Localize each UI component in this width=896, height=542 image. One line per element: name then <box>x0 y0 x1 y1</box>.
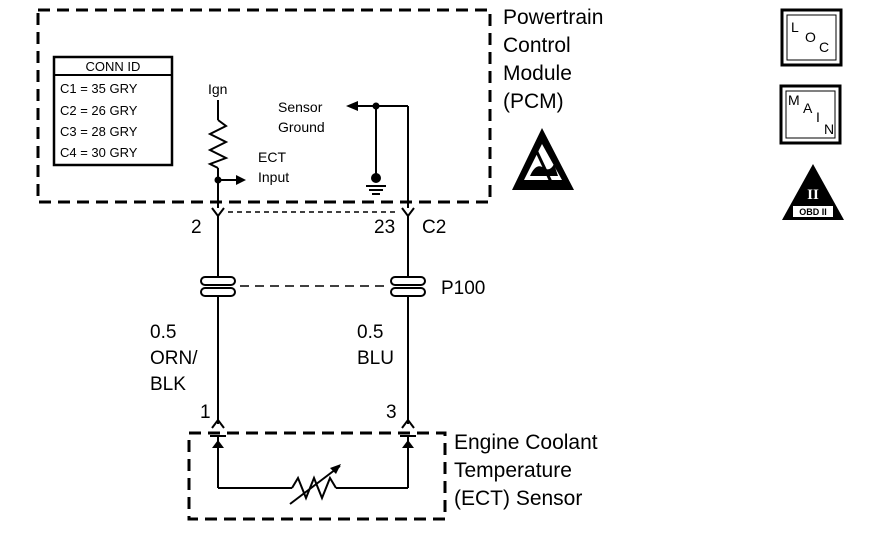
sensor-ground-arrow <box>346 101 358 111</box>
connector-c2-label: C2 <box>422 217 446 238</box>
wire-left-gauge: 0.5 <box>150 322 176 343</box>
pin-23-label: 23 <box>374 217 395 238</box>
wire-left-color-2: BLK <box>150 374 186 395</box>
sensor-ground-label-1: Sensor <box>278 99 323 115</box>
pcm-title-line-2: Control <box>503 34 571 57</box>
ect-sensor-label-1: Engine Coolant <box>454 431 598 454</box>
loc-letter: L <box>791 19 799 35</box>
pcm-title-line-4: (PCM) <box>503 90 564 113</box>
loc-badge: L O C <box>780 8 843 67</box>
p100-label: P100 <box>441 278 485 299</box>
loc-letter: O <box>805 29 816 45</box>
pin-2-label: 2 <box>191 217 202 238</box>
sensor-ground-circuit <box>356 105 409 196</box>
pcm-title-line-1: Powertrain <box>503 6 603 29</box>
wire-left-color-1: ORN/ <box>150 348 198 369</box>
esd-warning-icon <box>512 128 574 190</box>
pcm-connector-c2 <box>211 196 415 218</box>
pcm-title: Powertrain Control Module (PCM) <box>503 6 603 113</box>
ect-input-label-2: Input <box>258 169 289 185</box>
conn-id-row: C4 = 30 GRY <box>60 145 138 160</box>
obd-text: OBD II <box>799 207 827 217</box>
sensor-ground-label-2: Ground <box>278 119 325 135</box>
conn-id-table: CONN ID C1 = 35 GRY C2 = 26 GRY C3 = 28 … <box>52 55 174 167</box>
chassis-ground-icon <box>366 173 386 195</box>
ect-sensor-label-3: (ECT) Sensor <box>454 487 582 510</box>
thermistor <box>217 436 409 505</box>
conn-id-row: C2 = 26 GRY <box>60 103 138 118</box>
ect-input-label-1: ECT <box>258 149 286 165</box>
main-letter: N <box>824 121 834 137</box>
wire-right-gauge: 0.5 <box>357 322 383 343</box>
pin-1-label: 1 <box>200 402 211 423</box>
ect-sensor-label-2: Temperature <box>454 459 572 482</box>
loc-letter: C <box>819 39 829 55</box>
main-letter: I <box>816 109 820 125</box>
main-badge: M A I N <box>779 84 842 145</box>
pcm-title-line-3: Module <box>503 62 572 85</box>
obd-ii-icon: II OBD II <box>782 164 844 220</box>
wire-right-color: BLU <box>357 348 394 369</box>
inline-connector-p100 <box>200 276 426 297</box>
conn-id-row: C3 = 28 GRY <box>60 124 138 139</box>
ign-label: Ign <box>208 81 227 97</box>
ect-input-arrow <box>236 175 246 185</box>
obd-numeral: II <box>807 187 819 203</box>
main-letter: M <box>788 92 800 108</box>
main-letter: A <box>803 100 813 116</box>
conn-id-row: C1 = 35 GRY <box>60 81 138 96</box>
conn-id-header: CONN ID <box>86 59 141 74</box>
pin-3-label: 3 <box>386 402 397 423</box>
